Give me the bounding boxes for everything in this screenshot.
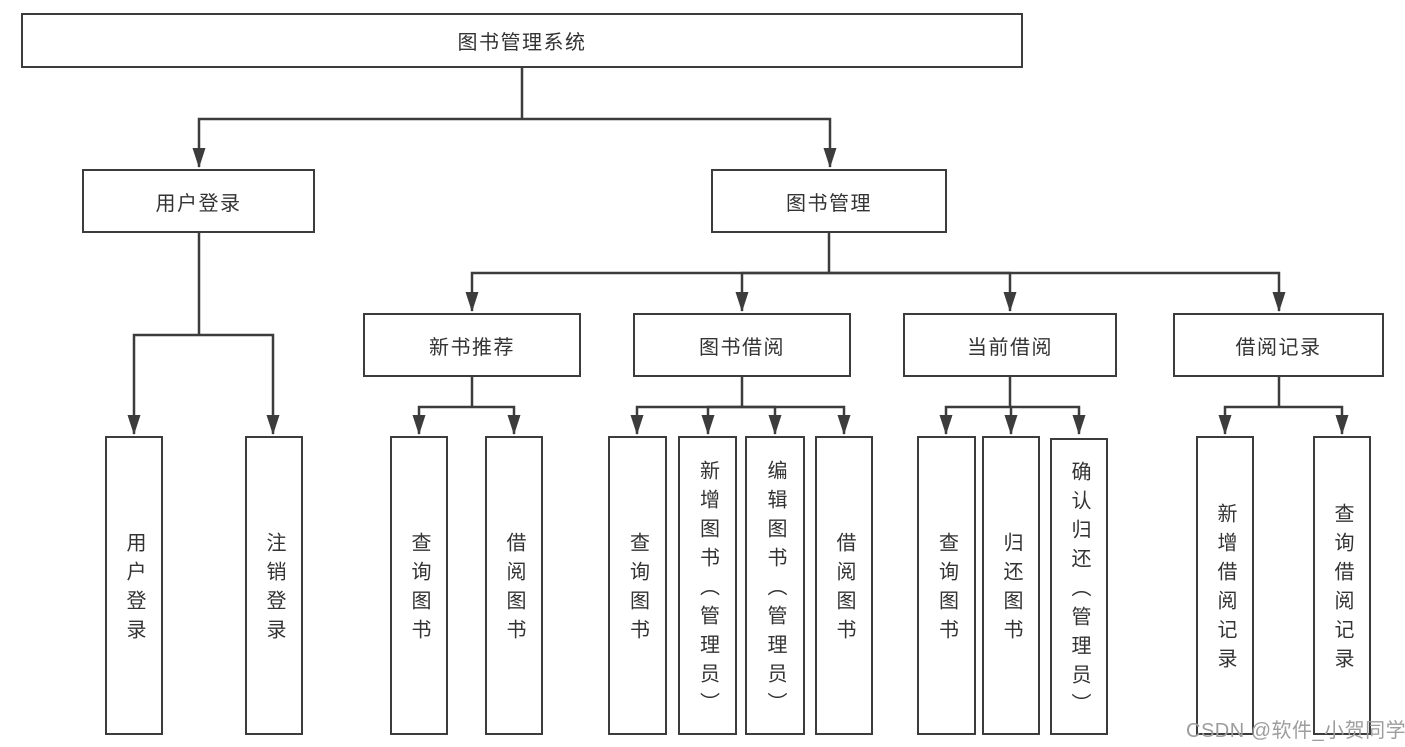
leaf-logout: 注销登录 [245, 436, 303, 735]
connector-to-leaf-borrow-books-1 [472, 405, 521, 435]
node-label: 新增图书（管理员） [696, 459, 719, 721]
node-label: 查询图书 [626, 532, 649, 648]
node-label: 归还图书 [1000, 532, 1022, 648]
leaf-query-books-1: 查询图书 [390, 436, 448, 735]
connector-to-borrow-records [829, 271, 1286, 312]
leaf-return-books: 归还图书 [982, 436, 1040, 735]
node-user-login: 用户登录 [82, 169, 315, 233]
node-borrow-records: 借阅记录 [1173, 313, 1384, 377]
connector-to-leaf-add-books [701, 405, 742, 435]
node-label: 用户登录 [155, 192, 242, 215]
leaf-add-books-admin: 新增图书（管理员） [678, 436, 737, 735]
connector-to-leaf-logout [199, 333, 280, 435]
node-label: 借阅图书 [833, 532, 855, 648]
connector-group [127, 68, 1349, 435]
leaf-query-borrow-record: 查询借阅记录 [1313, 436, 1371, 735]
node-label: 当前借阅 [967, 336, 1053, 359]
connector-to-leaf-query-books-2 [630, 405, 742, 435]
connector-to-new-book-recommend [465, 271, 829, 312]
connector-to-current-borrow [829, 271, 1017, 312]
leaf-query-books-2: 查询图书 [608, 436, 667, 735]
connector-to-leaf-query-books-1 [412, 405, 472, 435]
node-label: 注销登录 [263, 532, 285, 648]
node-label: 用户登录 [123, 532, 145, 648]
connector-to-leaf-return-books [1004, 405, 1018, 435]
node-label: 借阅记录 [1235, 336, 1322, 359]
node-label: 查询图书 [935, 532, 958, 648]
connector-to-leaf-borrow-books-2 [742, 405, 851, 435]
node-label: 图书借阅 [699, 336, 785, 359]
node-current-borrow: 当前借阅 [903, 313, 1117, 377]
node-label: 图书管理系统 [457, 32, 587, 54]
node-label: 图书管理 [786, 192, 872, 215]
connector-to-leaf-edit-books [742, 405, 782, 435]
node-label: 编辑图书（管理员） [764, 459, 786, 721]
connector-to-leaf-add-record [1218, 405, 1279, 435]
connector-root-to-book-management [522, 117, 837, 168]
node-book-management: 图书管理 [711, 169, 947, 233]
leaf-edit-books-admin: 编辑图书（管理员） [745, 436, 805, 735]
node-label: 查询图书 [408, 532, 430, 648]
node-new-book-recommend: 新书推荐 [363, 313, 581, 377]
node-label: 查询借阅记录 [1331, 503, 1353, 677]
connector-to-leaf-user-login [127, 333, 199, 435]
connector-to-leaf-confirm-return [1010, 405, 1086, 435]
leaf-user-login: 用户登录 [105, 436, 163, 735]
csdn-watermark: CSDN @软件_小贺同学 [1186, 720, 1405, 742]
leaf-add-borrow-record: 新增借阅记录 [1196, 436, 1254, 735]
connector-to-leaf-query-books-3 [939, 405, 1010, 435]
leaf-query-books-3: 查询图书 [917, 436, 976, 735]
connector-to-leaf-query-record [1279, 405, 1349, 435]
node-label: 确认归还（管理员） [1068, 460, 1090, 722]
node-book-borrow: 图书借阅 [633, 313, 851, 377]
leaf-borrow-books-2: 借阅图书 [815, 436, 873, 735]
node-root-library-system: 图书管理系统 [21, 13, 1023, 68]
node-label: 新书推荐 [429, 336, 515, 359]
node-label: 新增借阅记录 [1214, 503, 1236, 677]
connector-to-book-borrow [735, 271, 829, 312]
connector-root-to-user-login [192, 117, 522, 168]
leaf-borrow-books-1: 借阅图书 [485, 436, 543, 735]
leaf-confirm-return-admin: 确认归还（管理员） [1050, 438, 1108, 735]
node-label: 借阅图书 [503, 532, 525, 648]
